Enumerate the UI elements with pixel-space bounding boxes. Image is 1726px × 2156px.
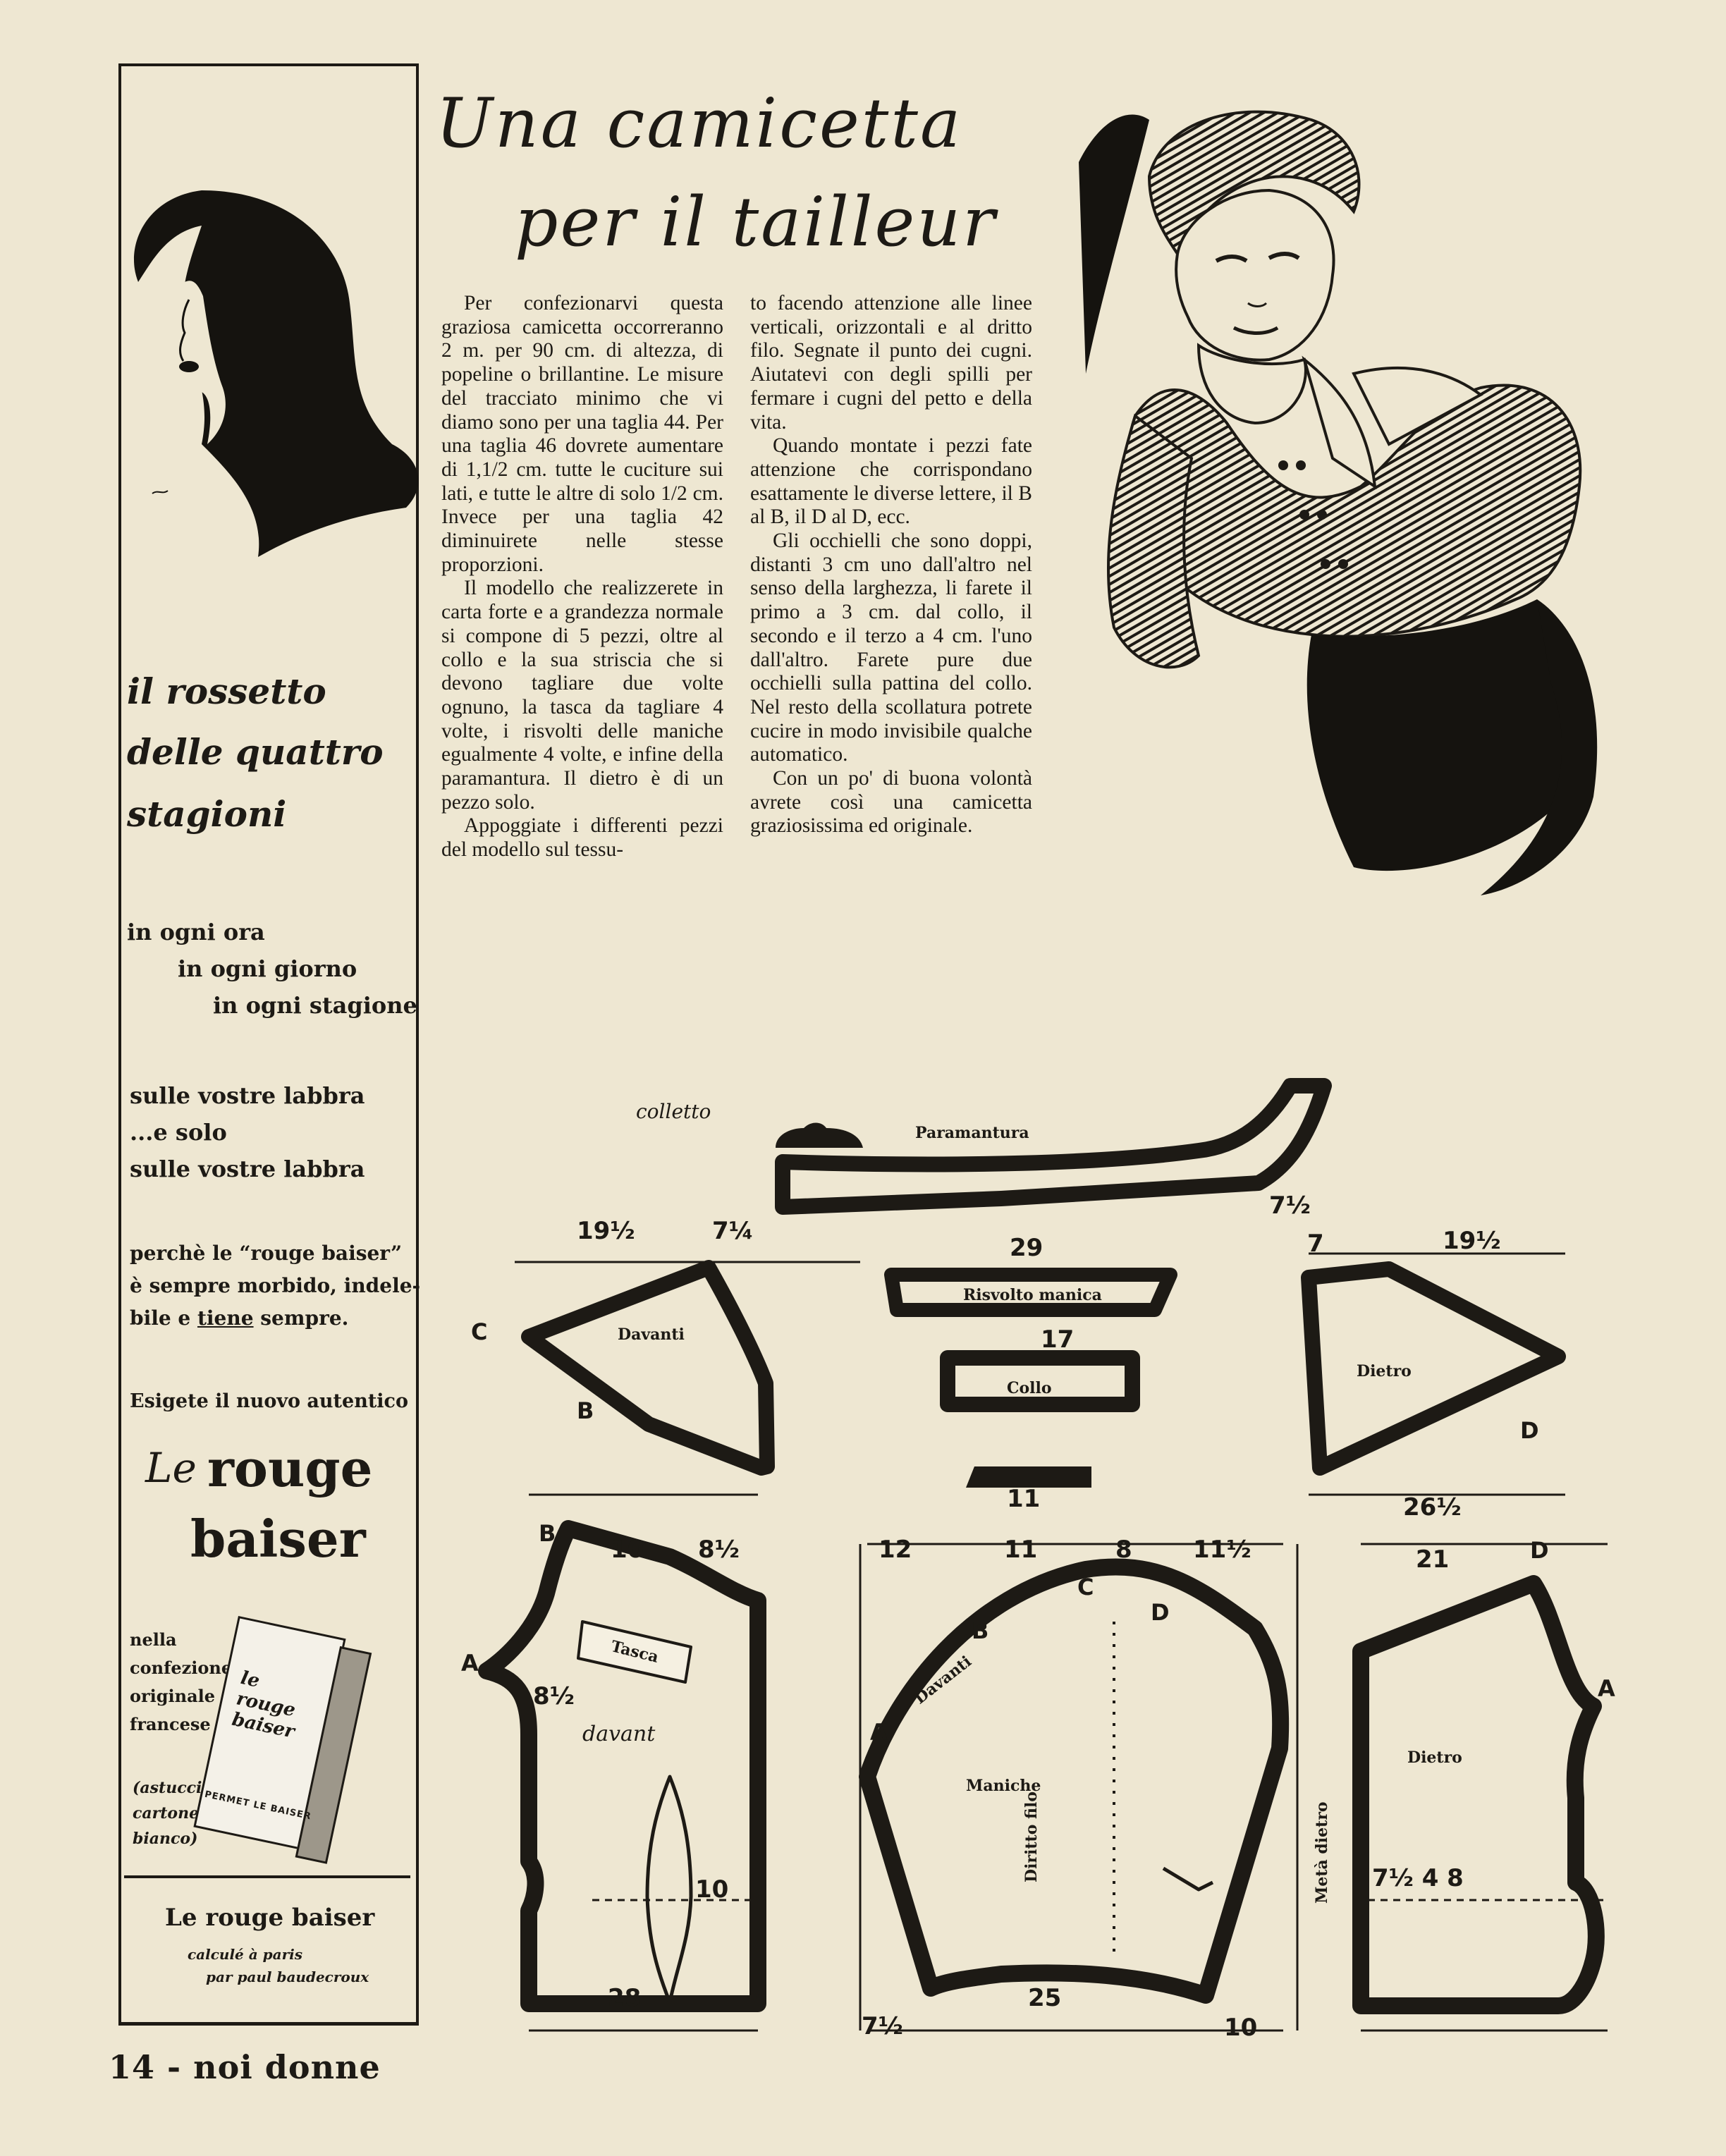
label-collo: Collo	[1007, 1379, 1052, 1397]
ad-perche-line: perchè le “rouge baiser”	[130, 1242, 403, 1265]
slogan-line: stagioni	[127, 793, 287, 835]
article-paragraph: Appoggiate i differenti pezzi del modell…	[441, 814, 723, 862]
article-paragraph: Per confezionarvi questa graziosa camice…	[441, 292, 723, 576]
label-risvolto: Risvolto manica	[963, 1286, 1102, 1304]
brand-baiser: baiser	[190, 1509, 366, 1569]
label-paramantura: Paramantura	[915, 1124, 1029, 1142]
label-davanti-top: Davanti	[618, 1325, 685, 1344]
label-dietro-top: Dietro	[1357, 1362, 1412, 1380]
ad-line-stagione: in ogni stagione	[213, 992, 417, 1019]
bottom-credit: calculé à paris	[188, 1946, 302, 1963]
pattern-diagrams	[478, 1078, 1608, 2032]
page-footer: 14 - noi donne	[109, 2048, 381, 2086]
label-dietro-bottom: Dietro	[1407, 1748, 1462, 1767]
ad-divider	[124, 1875, 410, 1878]
ad-line-ora: in ogni ora	[127, 919, 265, 945]
ad-labbra-line: sulle vostre labbra	[130, 1082, 365, 1109]
paren-line: bianco)	[133, 1830, 198, 1848]
bottom-brand: Le rouge baiser	[165, 1904, 375, 1932]
paren-line: (astuccio	[133, 1779, 213, 1797]
ad-esigete: Esigete il nuovo autentico	[130, 1390, 409, 1412]
label-meta-dietro: Metà dietro	[1313, 1801, 1331, 1904]
slogan-line: il rossetto	[127, 670, 326, 712]
article-paragraph: Gli occhielli che sono doppi, distanti 3…	[750, 529, 1032, 766]
article-column-1: Per confezionarvi questa graziosa camice…	[441, 292, 723, 862]
pack-line: confezione	[130, 1658, 233, 1678]
ad-labbra-line: ...e solo	[130, 1119, 227, 1146]
article-paragraph: Il modello che realizzerete in carta for…	[441, 577, 723, 814]
woman-blouse-illustration	[1079, 110, 1598, 895]
brand-le: Le	[145, 1444, 197, 1492]
ad-perche-line: bile e tiene sempre.	[130, 1306, 349, 1330]
paren-line: cartone	[133, 1804, 200, 1823]
ad-labbra-line: sulle vostre labbra	[130, 1156, 365, 1182]
ad-base-rule	[118, 2022, 419, 2026]
ad-perche-line: è sempre morbido, indele-	[130, 1274, 421, 1297]
label-colletto-mark: colletto	[636, 1100, 711, 1123]
article-title-line1: Una camicetta	[436, 84, 963, 163]
bottom-credit: par paul baudecroux	[206, 1968, 369, 1985]
article-paragraph: Quando montate i pezzi fate attenzione c…	[750, 434, 1032, 529]
article-title-line2: per il tailleur	[515, 183, 998, 262]
pack-line: nella	[130, 1629, 177, 1650]
pack-line: originale	[130, 1686, 216, 1706]
article-column-2: to facendo attenzione alle linee vertica…	[750, 292, 1032, 838]
article-paragraph: Con un po' di buona volontà avrete così …	[750, 767, 1032, 838]
woman-profile-illustration	[134, 190, 419, 557]
label-maniche: Maniche	[966, 1777, 1041, 1795]
ad-line-giorno: in ogni giorno	[178, 955, 357, 982]
label-davanti-script: davant	[582, 1722, 656, 1746]
brand-rouge: rouge	[207, 1438, 373, 1498]
advertisement-frame	[118, 63, 419, 2025]
label-diritto-filo: Diritto filo	[1022, 1791, 1041, 1882]
article-paragraph: to facendo attenzione alle linee vertica…	[750, 292, 1032, 434]
pack-line: francese	[130, 1714, 211, 1734]
slogan-line: delle quattro	[127, 731, 384, 773]
